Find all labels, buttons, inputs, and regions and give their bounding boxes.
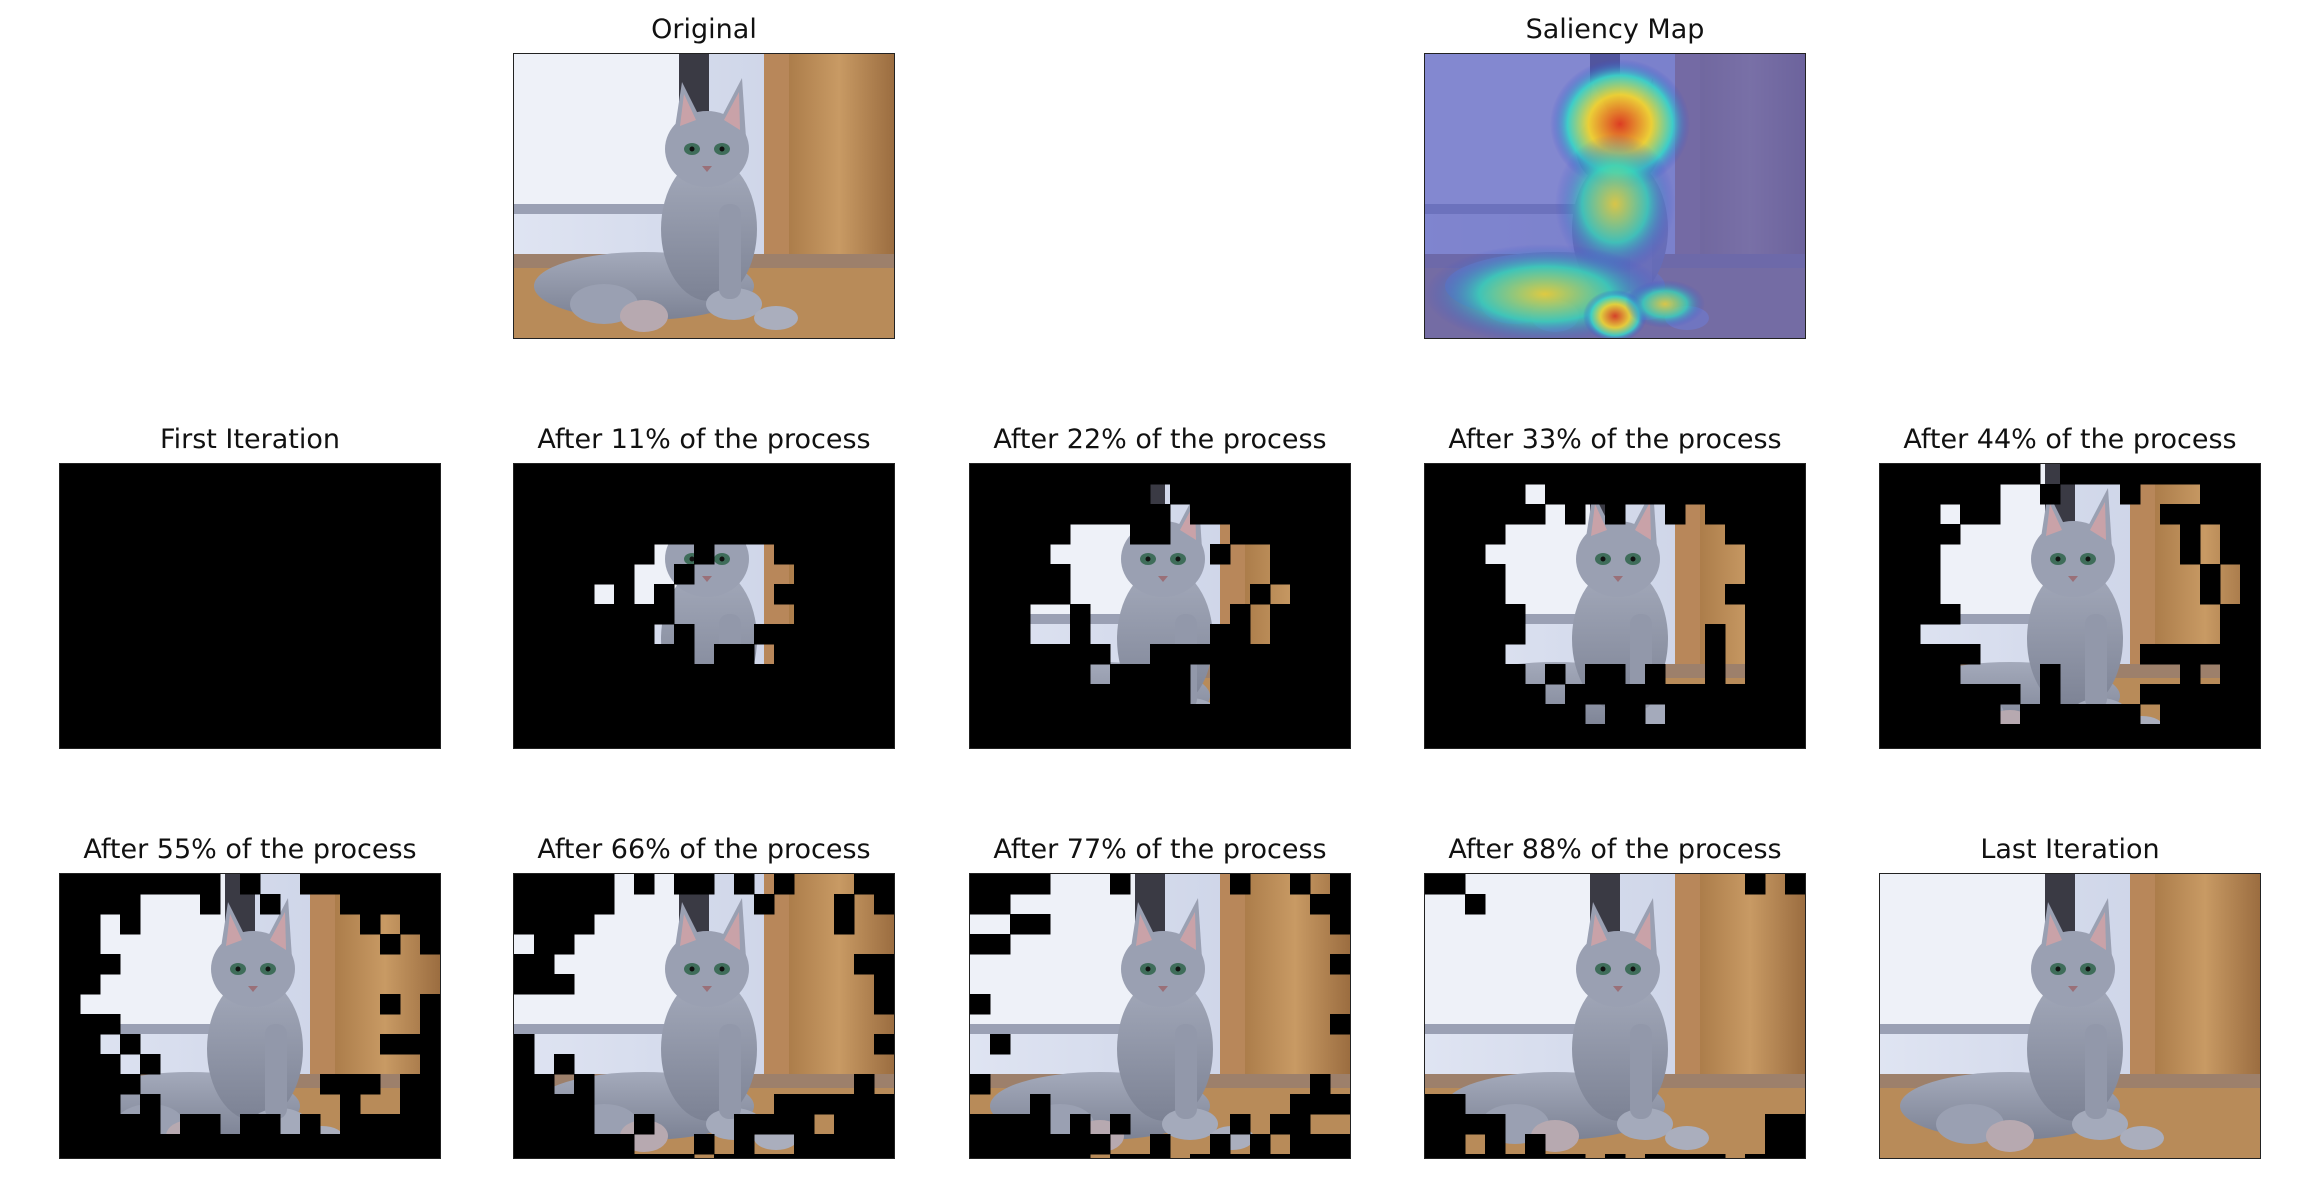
masked-cat-photo-icon <box>969 463 1351 749</box>
panel-title: After 22% of the process <box>993 424 1327 455</box>
masked-cat-photo-icon <box>969 873 1351 1159</box>
masked-cat-photo-icon <box>59 463 441 749</box>
masked-cat-photo-icon <box>513 873 895 1159</box>
masked-cat-photo-icon <box>1879 873 2261 1159</box>
panel-title: After 66% of the process <box>537 834 871 865</box>
masked-cat-photo-icon <box>1424 873 1806 1159</box>
panel-title: After 11% of the process <box>537 424 871 455</box>
masked-cat-photo-icon <box>1879 463 2261 749</box>
panel-title: First Iteration <box>160 424 340 455</box>
cat-photo-icon <box>513 53 895 339</box>
panel-title: After 88% of the process <box>1448 834 1782 865</box>
panel-title: After 33% of the process <box>1448 424 1782 455</box>
saliency-heatmap-icon <box>1424 53 1806 339</box>
masked-cat-photo-icon <box>59 873 441 1159</box>
panel-title: Original <box>651 14 757 45</box>
panel-title: After 55% of the process <box>83 834 417 865</box>
masked-cat-photo-icon <box>1424 463 1806 749</box>
panel-title: After 77% of the process <box>993 834 1327 865</box>
panel-title: After 44% of the process <box>1903 424 2237 455</box>
masked-cat-photo-icon <box>513 463 895 749</box>
panel-title: Last Iteration <box>1980 834 2160 865</box>
panel-title: Saliency Map <box>1525 14 1705 45</box>
